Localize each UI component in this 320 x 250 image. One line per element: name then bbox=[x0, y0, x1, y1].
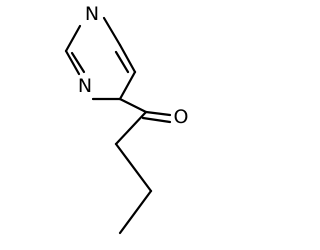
ring-bond-c5-c6 bbox=[114, 43, 137, 74]
canvas-background bbox=[0, 0, 250, 250]
atom-label-oxygen: O bbox=[174, 106, 189, 128]
ring-bond-c4-c5 bbox=[118, 70, 137, 101]
bond-ch2-ch2 bbox=[114, 142, 153, 193]
bond-c4-carbonyl bbox=[118, 97, 148, 114]
bond-carbonyl-ch2 bbox=[114, 110, 148, 146]
atom-label-n1: N bbox=[85, 3, 99, 25]
bond-carbonyl-oxygen bbox=[141, 110, 172, 124]
pyrimidinyl-butanone-structure: N N O bbox=[0, 0, 250, 250]
ring-bond-n1-c2 bbox=[64, 24, 82, 53]
ring-bond-c6-n1 bbox=[102, 16, 122, 47]
ring-bond-c2-n3 bbox=[64, 49, 86, 76]
atom-label-n3: N bbox=[78, 75, 92, 97]
bond-ch2-ch3 bbox=[118, 189, 153, 235]
